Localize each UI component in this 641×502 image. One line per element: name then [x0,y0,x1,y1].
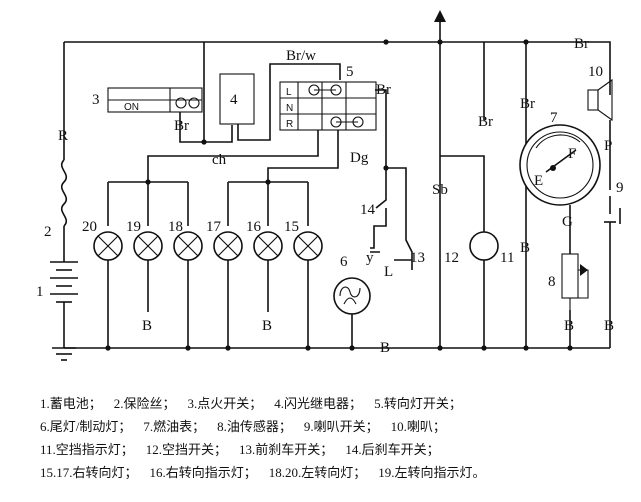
label-16: 16 [246,219,262,235]
legend-item: 4.闪光继电器； [274,396,363,411]
label-18: 18 [168,219,183,235]
label-2: 2 [44,224,52,240]
label-b-19: B [142,318,152,334]
label-sb: Sb [432,182,448,198]
label-ch: ch [212,152,227,168]
turn-signal-switch: L N R [279,81,377,131]
neutral-indicator-lamp [469,231,499,261]
lamp-19 [133,231,163,261]
label-r: R [58,128,68,144]
tail-brake-lamp [333,277,371,348]
label-br-top: Br [574,36,589,52]
label-b-9: B [604,318,614,334]
brw-wire [237,63,341,141]
legend-row-4: 15.17.右转向灯； 16.右转向指示灯； 18.20.左转向灯； 19.左转向指示… [40,461,630,484]
ground-symbol [52,347,76,361]
battery-symbol [50,261,78,348]
switch-l-label: L [286,87,292,98]
legend-item: 19.左转向指示灯。 [378,465,486,480]
legend-item: 2.保险丝； [113,396,176,411]
legend-item: 15.17.右转向灯； [40,465,138,480]
br-wire-5 [375,89,387,170]
component-legend: 1.蓄电池； 2.保险丝； 3.点火开关； 4.闪光继电器； 5.转向灯开关； 6.尾灯… [40,392,630,484]
lamp-20 [93,231,123,261]
front-brake-switch [386,167,413,270]
legend-item: 1.蓄电池； [40,396,102,411]
lamp-18 [173,231,203,261]
switch-r-label: R [286,119,293,130]
legend-item: 9.喇叭开关； [303,419,379,434]
legend-item: 16.右转向指示灯； [149,465,257,480]
fuel-gauge: F E [519,124,601,206]
legend-row-2: 6.尾灯/制动灯； 7.燃油表； 8.油传感器； 9.喇叭开关； 10.喇叭； [40,415,630,438]
gauge-e-label: E [534,173,543,189]
flasher-relay [219,73,255,125]
label-b-8: B [564,318,574,334]
label-17: 17 [206,219,222,235]
wiring-diagram: ON L N R [36,10,624,361]
legend-item: 11.空挡指示灯； [40,442,134,457]
ignition-on-label: ON [124,102,139,113]
legend-item: 3.点火开关； [187,396,263,411]
label-1: 1 [36,284,44,300]
label-br-switch: Br [174,118,189,134]
label-b-bus: B [380,340,390,356]
label-br-5: Br [376,82,391,98]
label-20: 20 [82,219,97,235]
label-g: G [562,214,573,230]
legend-item: 18.20.左转向灯； [268,465,367,480]
label-13: 13 [410,250,425,266]
label-3: 3 [92,92,100,108]
legend-item: 14.后刹车开关； [345,442,440,457]
ignition-wire [179,42,205,143]
label-br-7: Br [520,96,535,112]
label-12: 12 [444,250,459,266]
label-4: 4 [230,92,238,108]
label-y: y [366,250,374,266]
legend-item: 6.尾灯/制动灯； [40,419,132,434]
arrow-up-icon [434,10,446,22]
switch-n-label: N [286,103,293,114]
label-brw: Br/w [286,48,316,64]
ch-wire [147,130,319,182]
fuse-symbol [60,159,68,227]
lamp-15 [293,231,323,261]
lamp-16 [253,231,283,261]
horn [587,78,613,122]
fuel-sender [561,253,589,310]
legend-item: 13.前刹车开关； [239,442,334,457]
label-14: 14 [360,202,376,218]
label-7: 7 [550,110,558,126]
legend-item: 12.空挡开关； [145,442,228,457]
label-10: 10 [588,64,603,80]
label-dg: Dg [350,150,369,166]
label-11: 11 [500,250,514,266]
label-5: 5 [346,64,354,80]
legend-row-3: 11.空挡指示灯； 12.空挡开关； 13.前刹车开关； 14.后刹车开关； [40,438,630,461]
legend-item: 7.燃油表； [143,419,206,434]
label-15: 15 [284,219,299,235]
gauge-f-label: F [568,146,576,162]
label-6: 6 [340,254,348,270]
horn-switch [604,196,621,348]
junction-dots [105,39,573,351]
label-br-11: Br [478,114,493,130]
legend-row-1: 1.蓄电池； 2.保险丝； 3.点火开关； 4.闪光继电器； 5.转向灯开关； [40,392,630,415]
legend-item: 5.转向灯开关； [374,396,462,411]
legend-item: 10.喇叭； [390,419,446,434]
dg-wire [267,130,339,182]
label-19: 19 [126,219,141,235]
label-p: P [604,138,612,154]
top-br-wire [64,41,611,95]
lamp-17 [213,231,243,261]
legend-item: 8.油传感器； [217,419,292,434]
rear-brake-switch [370,170,387,249]
label-b-right: B [520,240,530,256]
label-8: 8 [548,274,556,290]
label-l: L [384,264,393,280]
label-9: 9 [616,180,624,196]
label-b-16: B [262,318,272,334]
ignition-switch: ON [107,87,203,113]
